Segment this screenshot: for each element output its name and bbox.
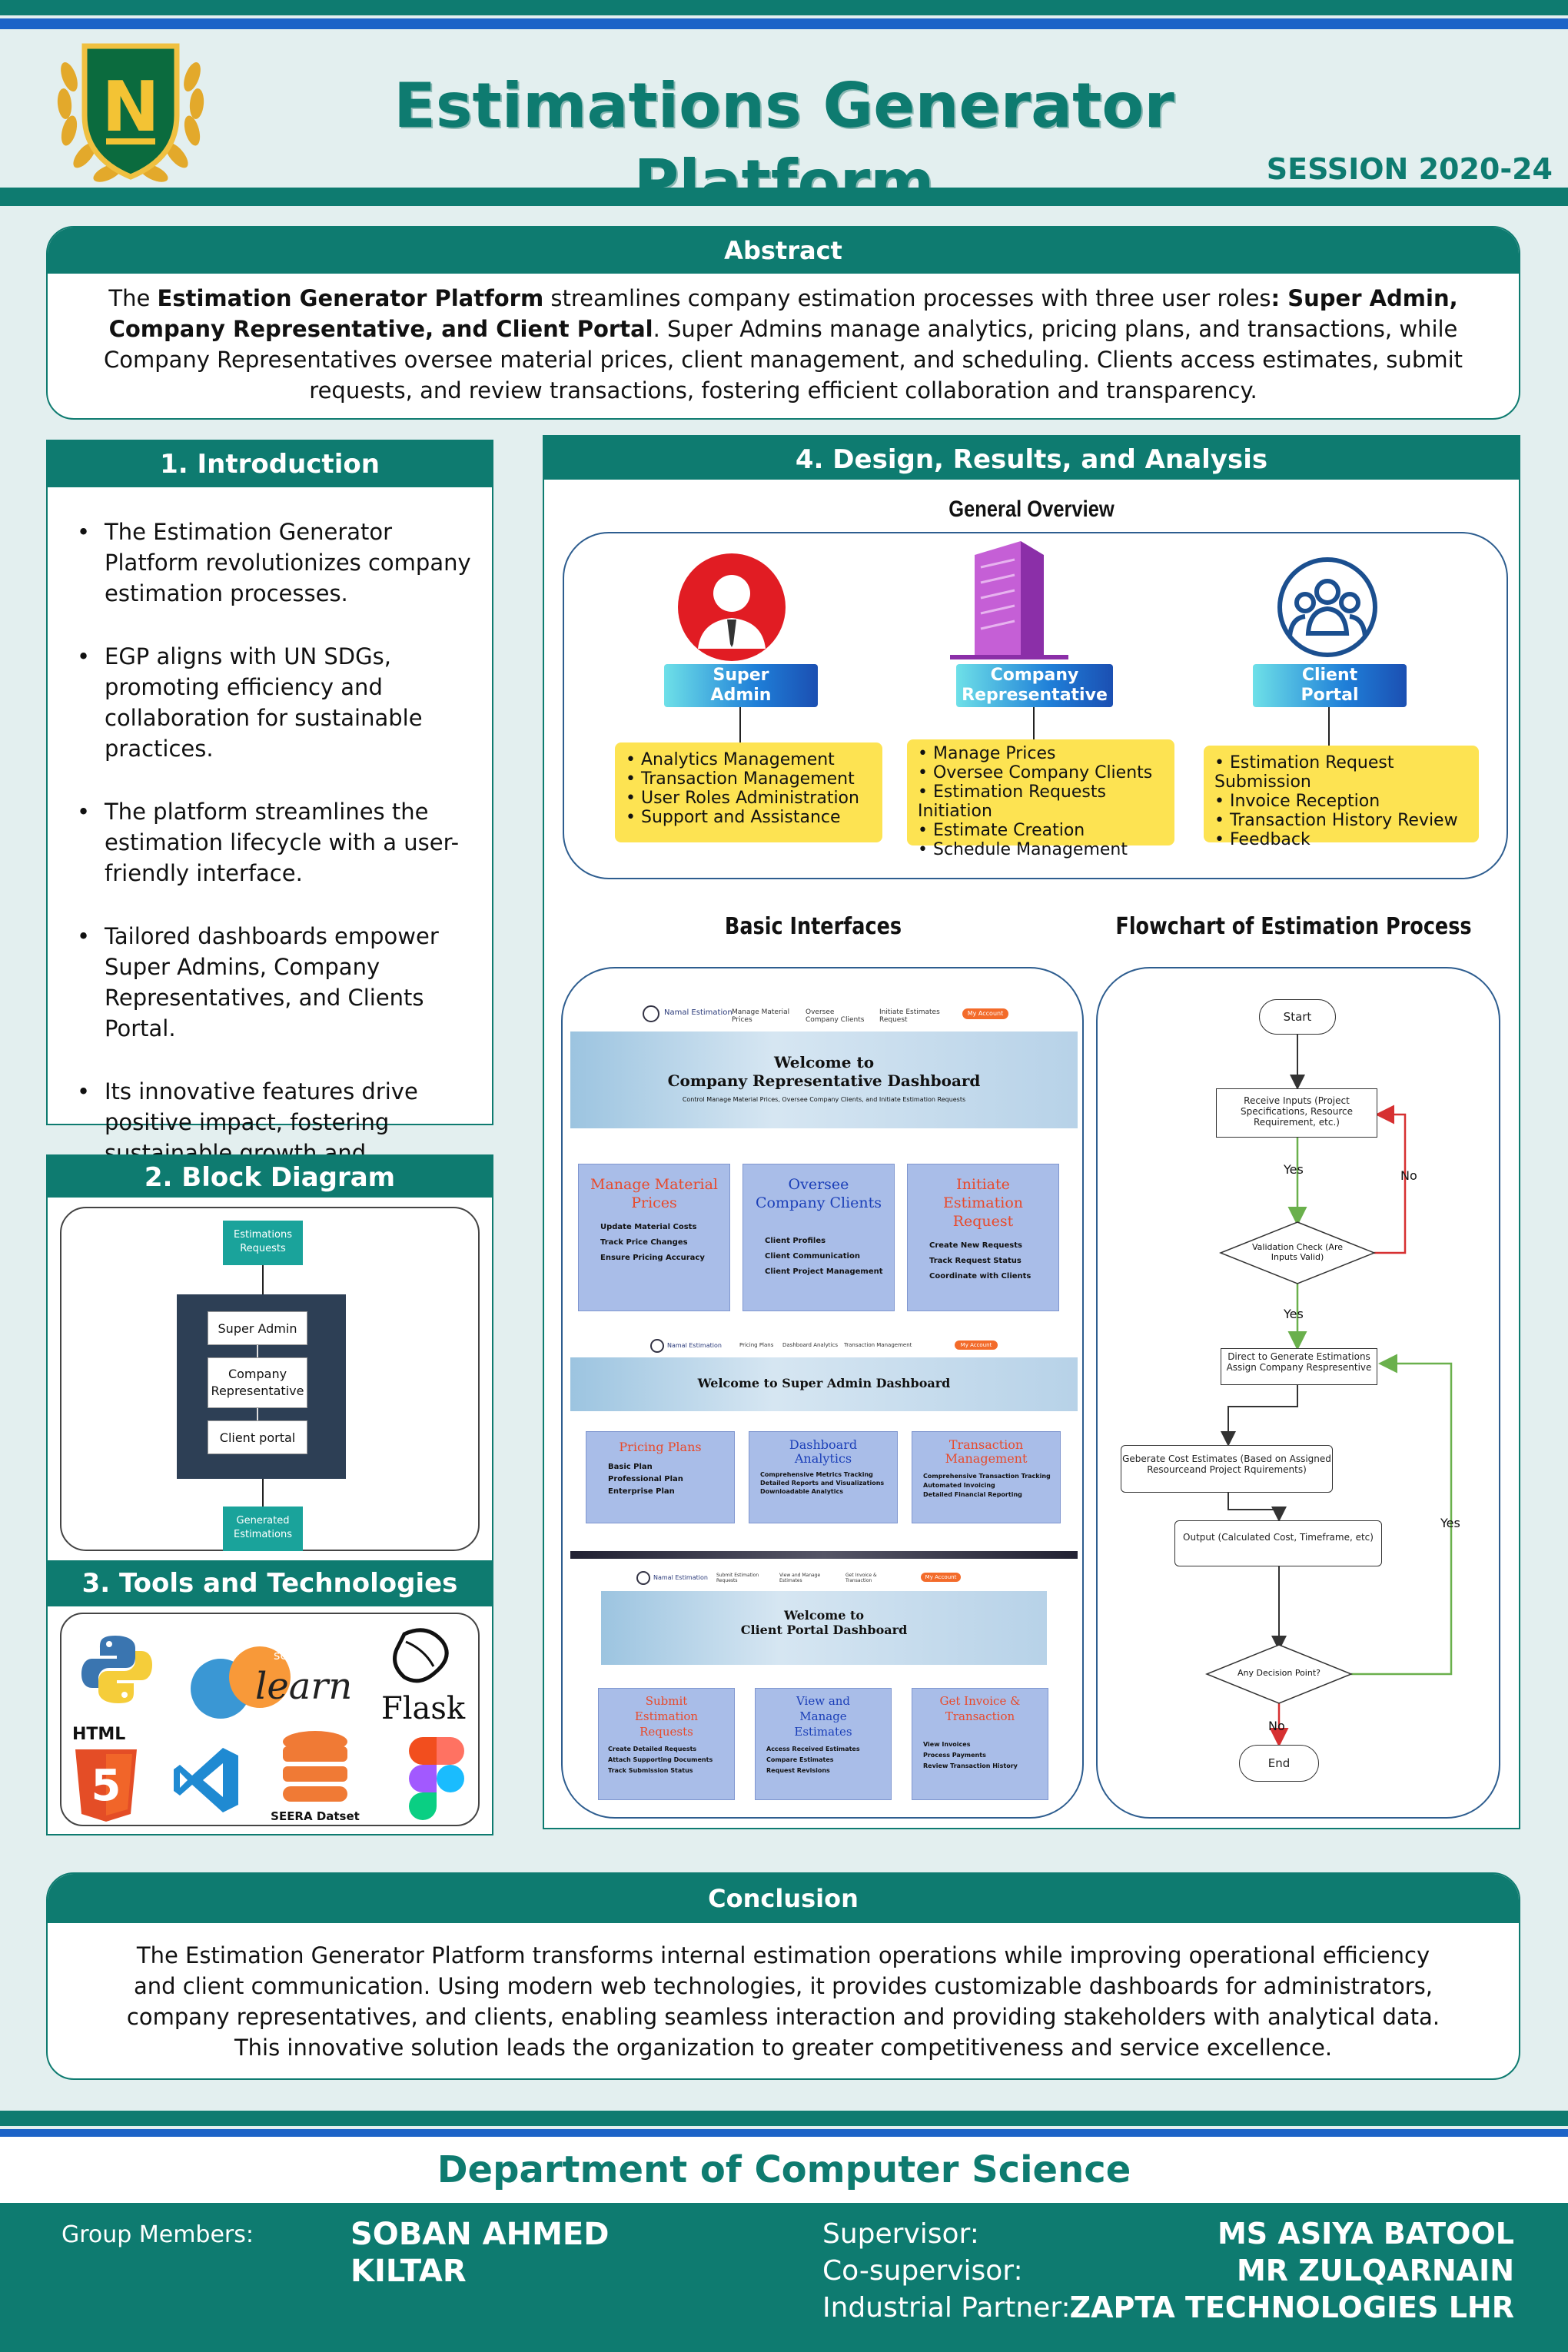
brand-logo-icon (650, 1339, 664, 1353)
flowchart-panel: Start Receive Inputs (Project Specificat… (1096, 967, 1500, 1819)
abstract-box: Abstract The Estimation Generator Platfo… (46, 226, 1520, 420)
scikit-learn-icon: scikit learn (191, 1646, 352, 1723)
dashboard-analytics-card[interactable]: Dashboard Analytics Comprehensive Metric… (749, 1431, 898, 1523)
list-item: EGP aligns with UN SDGs, promoting effic… (74, 641, 484, 764)
initiate-estimation-request-card[interactable]: Initiate Estimation Request Create New R… (907, 1164, 1059, 1311)
submit-estimation-requests-card[interactable]: Submit Estimation Requests Create Detail… (598, 1688, 735, 1800)
super-admin-features: Analytics Management Transaction Managem… (615, 742, 882, 842)
client-portal-features: Estimation Request Submission Invoice Re… (1204, 746, 1479, 849)
department-name: Department of Computer Science (437, 2148, 1131, 2191)
list-item: The platform streamlines the estimation … (74, 796, 484, 889)
flow-yes-2: Yes (1284, 1307, 1304, 1321)
supervisor-label: Supervisor: (822, 2218, 979, 2250)
transaction-management-card[interactable]: Transaction Management Comprehensive Tra… (912, 1431, 1061, 1523)
vscode-icon (174, 1748, 238, 1812)
generated-estimations-node: Generated Estimations (223, 1507, 303, 1551)
laurel-shield-icon: N (57, 43, 204, 182)
logo: N (46, 31, 215, 192)
group-members-label: Group Members: (61, 2221, 254, 2248)
estimations-requests-node: Estimations Requests (223, 1221, 303, 1265)
co-supervisor-name: MR ZULQARNAIN (1236, 2254, 1514, 2287)
abstract-heading: Abstract (724, 236, 842, 265)
rep-dashboard-screenshot: Namal Estimation Manage Material Prices … (570, 1001, 1078, 1331)
flowchart-connectors (1204, 1035, 1453, 1747)
flow-no-2: No (1268, 1719, 1285, 1733)
figma-icon (409, 1737, 464, 1820)
company-building-icon (950, 541, 1068, 659)
tools-panel: scikit learn Flask HTML 5 (60, 1613, 480, 1826)
platform-block: Super Admin Company Representative Clien… (177, 1294, 346, 1479)
tools-heading: 3. Tools and Technologies (81, 1568, 458, 1599)
page-title: Estimations Generator Platform (394, 70, 1174, 218)
basic-interfaces-panel: Namal Estimation Manage Material Prices … (561, 967, 1084, 1819)
flow-output: Output (Calculated Cost, Timeframe, etc) (1174, 1520, 1382, 1566)
company-representative-label: Company Representative (956, 664, 1113, 707)
flow-direct-generate: Direct to Generate Estimations Assign Co… (1221, 1348, 1377, 1385)
client-portal-label: Client Portal (1253, 664, 1407, 707)
block-tools-box: 2. Block Diagram Estimations Requests Su… (46, 1154, 493, 1835)
basic-interfaces-title: Basic Interfaces (724, 913, 902, 940)
introduction-list: The Estimation Generator Platform revolu… (74, 517, 484, 1231)
flow-validation-check: Validation Check (Are Inputs Valid) (1251, 1242, 1343, 1262)
company-representative-features: Manage Prices Oversee Company Clients Es… (907, 739, 1174, 859)
html5-icon: HTML 5 (69, 1725, 146, 1823)
conclusion-heading: Conclusion (708, 1884, 859, 1913)
list-item: Tailored dashboards empower Super Admins… (74, 921, 484, 1044)
general-overview-title: General Overview (948, 497, 1115, 522)
header-band (0, 29, 1568, 188)
block-diagram: Estimations Requests Super Admin Company… (60, 1207, 480, 1551)
flow-yes-1: Yes (1284, 1162, 1304, 1177)
client-group-icon (1277, 557, 1377, 657)
client-portal-node: Client portal (208, 1420, 307, 1454)
flowchart-title: Flowchart of Estimation Process (1115, 913, 1472, 940)
flow-start: Start (1259, 999, 1336, 1035)
python-icon (81, 1636, 152, 1703)
flask-icon: Flask (381, 1626, 466, 1726)
flow-yes-3: Yes (1440, 1516, 1460, 1530)
industrial-partner-name: ZAPTA TECHNOLOGIES LHR (1069, 2291, 1514, 2324)
introduction-box: 1. Introduction The Estimation Generator… (46, 440, 493, 1197)
conclusion-text: The Estimation Generator Platform transf… (126, 1942, 1440, 2061)
industrial-partner-label: Industrial Partner: (822, 2292, 1071, 2324)
flow-end: End (1239, 1745, 1319, 1782)
design-heading: 4. Design, Results, and Analysis (795, 444, 1268, 475)
svg-text:N: N (101, 67, 159, 148)
member-1: SOBAN AHMED (350, 2217, 610, 2252)
abstract-text: The Estimation Generator Platform stream… (104, 285, 1463, 404)
block-diagram-heading: 2. Block Diagram (144, 1162, 396, 1193)
brand-logo-icon (643, 1005, 659, 1022)
flow-decision: Any Decision Point? (1237, 1668, 1321, 1678)
client-dashboard-screenshot: Namal Estimation Submit Estimation Reque… (570, 1568, 1078, 1806)
super-admin-label: Super Admin (664, 664, 818, 707)
seera-database-icon: SEERA Datset (269, 1729, 361, 1825)
general-overview-panel: Super Admin Analytics Management Transac… (563, 532, 1508, 879)
co-supervisor-label: Co-supervisor: (822, 2255, 1023, 2287)
brand-logo-icon (636, 1571, 650, 1585)
list-item: The Estimation Generator Platform revolu… (74, 517, 484, 609)
svg-text:5: 5 (91, 1761, 121, 1811)
footer-band (0, 2203, 1568, 2352)
supervisor-name: MS ASIYA BATOOL (1217, 2217, 1514, 2251)
super-admin-icon (678, 553, 786, 661)
company-representative-node: Company Representative (208, 1357, 307, 1408)
session-label: SESSION 2020-24 (1266, 152, 1553, 186)
introduction-heading: 1. Introduction (160, 449, 380, 480)
view-manage-estimates-card[interactable]: View and Manage Estimates Access Receive… (755, 1688, 892, 1800)
manage-material-prices-card[interactable]: Manage Material Prices Update Material C… (578, 1164, 730, 1311)
member-2: KILTAR (350, 2254, 467, 2289)
admin-dashboard-screenshot: Namal Estimation Pricing Plans Dashboard… (570, 1336, 1078, 1559)
design-box: 4. Design, Results, and Analysis General… (543, 435, 1520, 1829)
department-band (0, 2137, 1568, 2203)
flow-receive-inputs: Receive Inputs (Project Specifications, … (1216, 1088, 1377, 1138)
flow-no-1: No (1400, 1168, 1417, 1183)
super-admin-node: Super Admin (208, 1311, 307, 1345)
flow-generate-estimates: Geberate Cost Estimates (Based on Assign… (1121, 1445, 1333, 1493)
conclusion-box: Conclusion The Estimation Generator Plat… (46, 1872, 1520, 2080)
